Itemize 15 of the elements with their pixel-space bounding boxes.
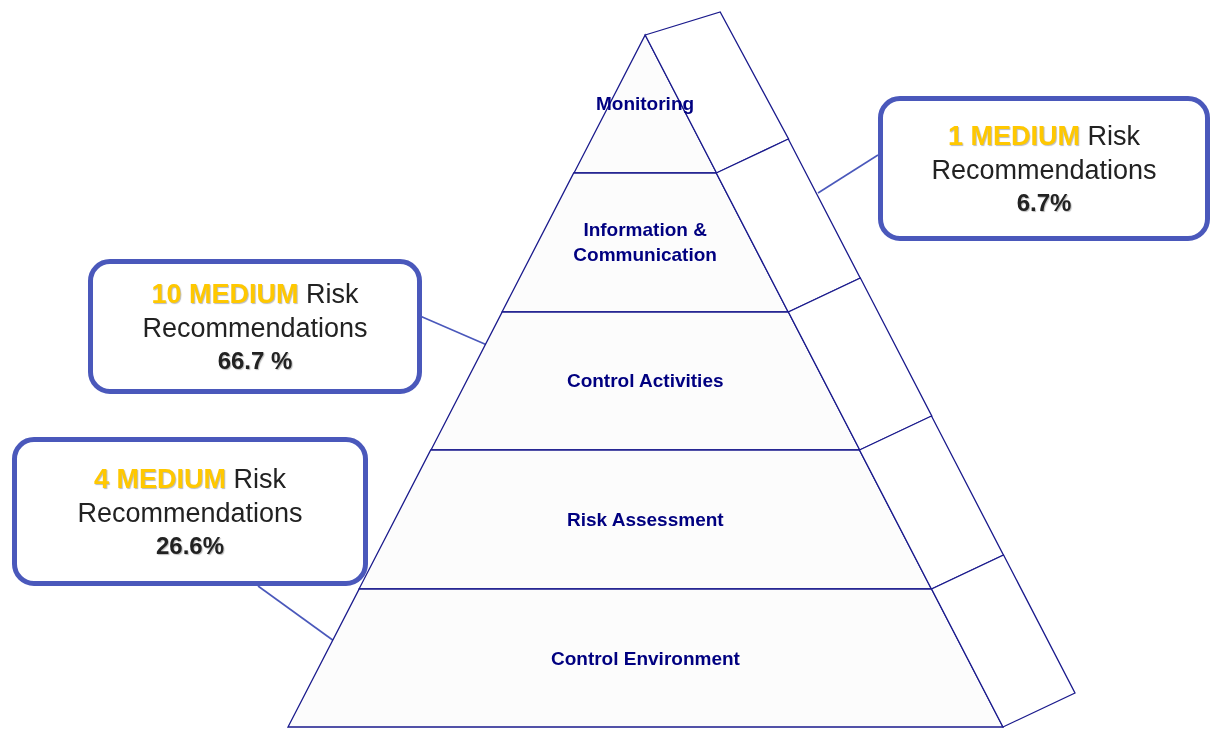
callout-box bbox=[878, 96, 1210, 241]
callout-box bbox=[88, 259, 422, 394]
tier-label: Control Environment bbox=[550, 646, 740, 671]
percentage-value: 6.7% bbox=[1015, 187, 1073, 218]
tier-label: Risk Assessment bbox=[567, 507, 724, 532]
percentage-value: 26.6% bbox=[154, 530, 226, 561]
callout-text: 1 MEDIUM Risk Recommendations bbox=[930, 119, 1158, 187]
callout-box bbox=[12, 437, 368, 586]
callout-text: 10 MEDIUM Risk Recommendations bbox=[141, 277, 369, 345]
leader-line bbox=[817, 154, 879, 194]
leader-line bbox=[257, 585, 335, 642]
tier-label: Information & Communication bbox=[572, 218, 718, 267]
callout-text: 4 MEDIUM Risk Recommendations bbox=[76, 462, 304, 530]
tier-label: Control Activities bbox=[566, 368, 724, 393]
percentage-value: 66.7 % bbox=[216, 345, 294, 376]
